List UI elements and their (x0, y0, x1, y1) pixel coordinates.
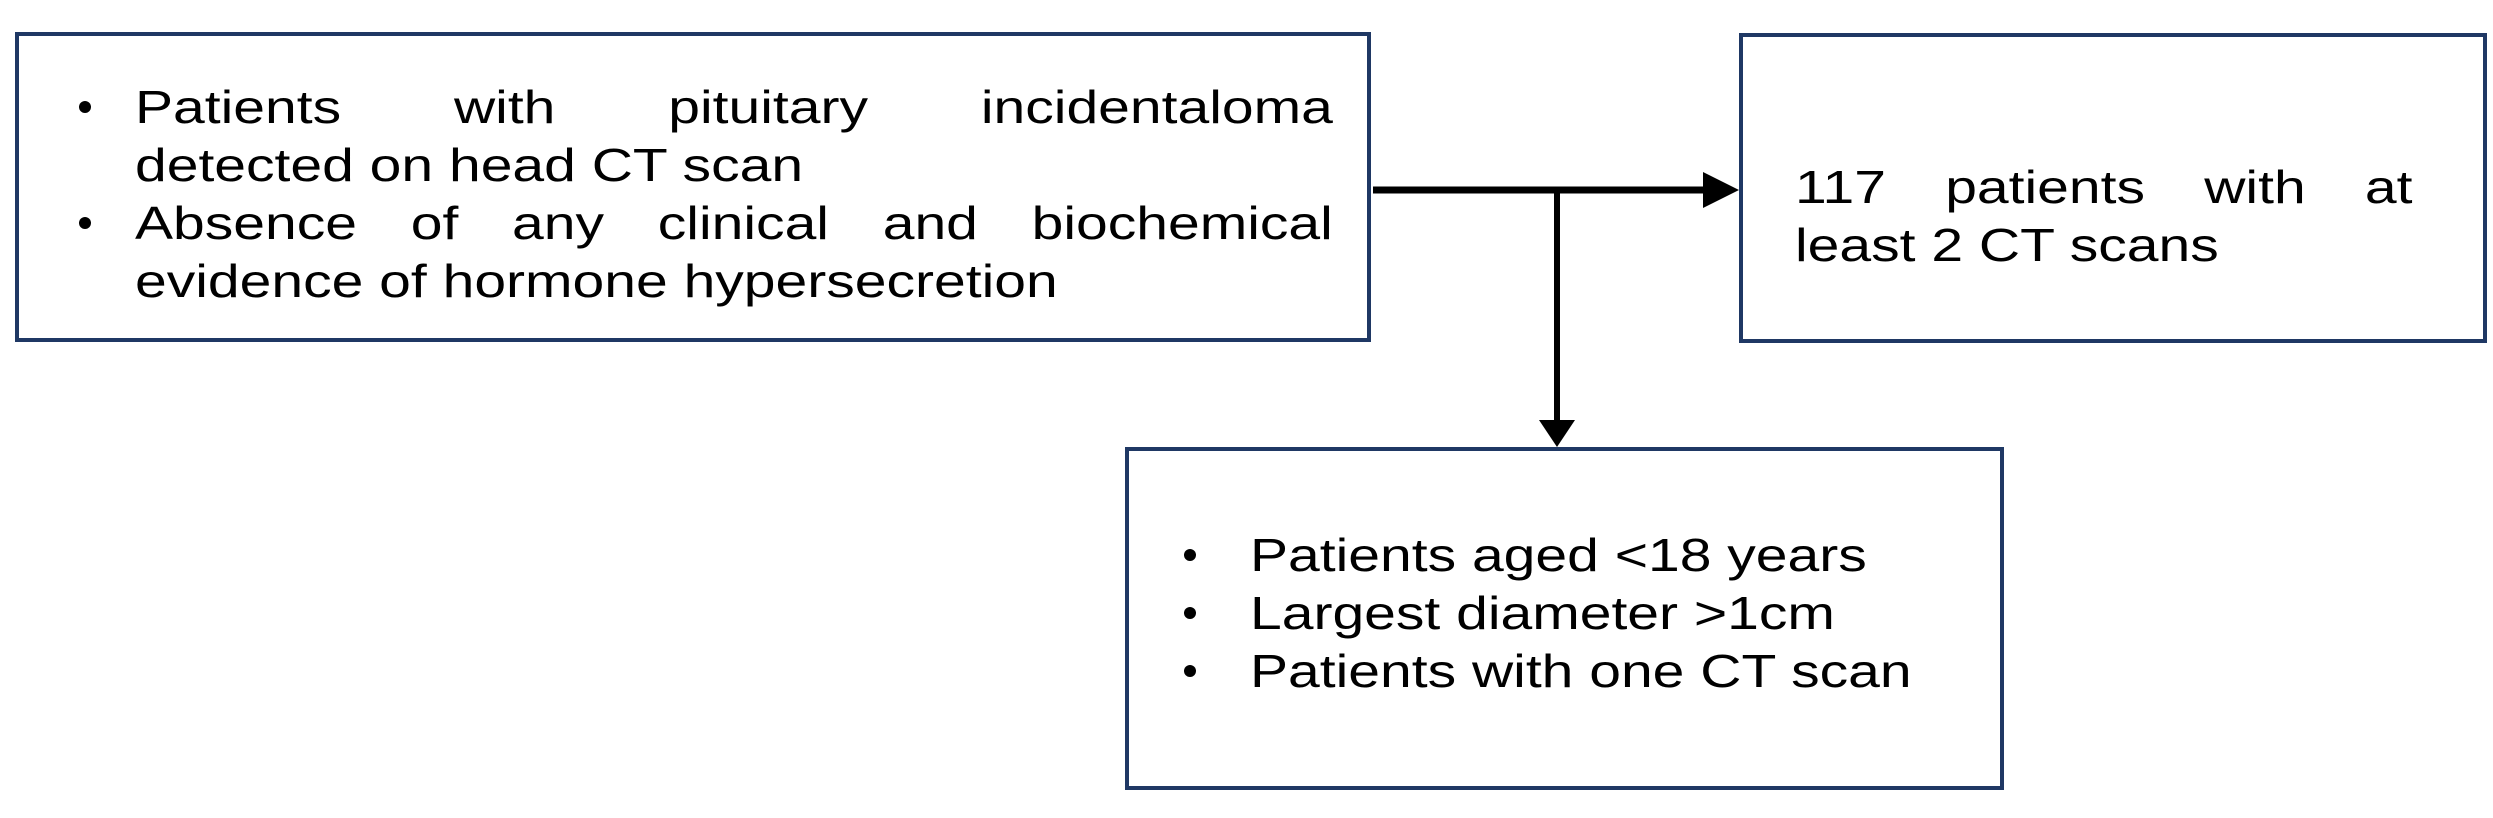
criteria-item-1-line-2: detected on head CT scan (135, 139, 804, 191)
excluded-box: Patients aged <18 years Largest diameter… (1125, 447, 2004, 790)
bullet-item: Patients with pituitary incidentaloma de… (79, 78, 1367, 194)
bullet-icon (79, 217, 91, 229)
included-box: 117 patients with at least 2 CT scans (1739, 33, 2487, 343)
excluded-item-2: Largest diameter >1cm (1250, 587, 1835, 639)
included-text: 117 patients with at least 2 CT scans (1795, 158, 2413, 274)
included-line-2: least 2 CT scans (1795, 219, 2219, 271)
arrowhead-down-icon (1539, 420, 1575, 447)
arrowhead-right-icon (1703, 172, 1739, 208)
criteria-item-2-text: Absence of any clinical and biochemical … (135, 194, 1333, 310)
bullet-icon (1184, 665, 1196, 677)
criteria-item-2-line-2: evidence of hormone hypersecretion (135, 255, 1058, 307)
criteria-item-2-line-1: Absence of any clinical and biochemical (135, 197, 1333, 249)
bullet-icon (1184, 549, 1196, 561)
excluded-bullet-list: Patients aged <18 years Largest diameter… (1129, 526, 2000, 700)
excluded-item-3: Patients with one CT scan (1250, 645, 1912, 697)
bullet-item: Patients with one CT scan (1184, 642, 2000, 700)
criteria-bullet-list: Patients with pituitary incidentaloma de… (19, 78, 1367, 310)
bullet-item: Absence of any clinical and biochemical … (79, 194, 1367, 310)
excluded-item-1: Patients aged <18 years (1250, 529, 1867, 581)
criteria-item-1-text: Patients with pituitary incidentaloma de… (135, 78, 1333, 194)
bullet-item: Patients aged <18 years (1184, 526, 2000, 584)
bullet-icon (79, 101, 91, 113)
bullet-item: Largest diameter >1cm (1184, 584, 2000, 642)
bullet-icon (1184, 607, 1196, 619)
criteria-box: Patients with pituitary incidentaloma de… (15, 32, 1371, 342)
included-line-1: 117 patients with at (1795, 161, 2413, 213)
criteria-item-1-line-1: Patients with pituitary incidentaloma (135, 81, 1333, 133)
